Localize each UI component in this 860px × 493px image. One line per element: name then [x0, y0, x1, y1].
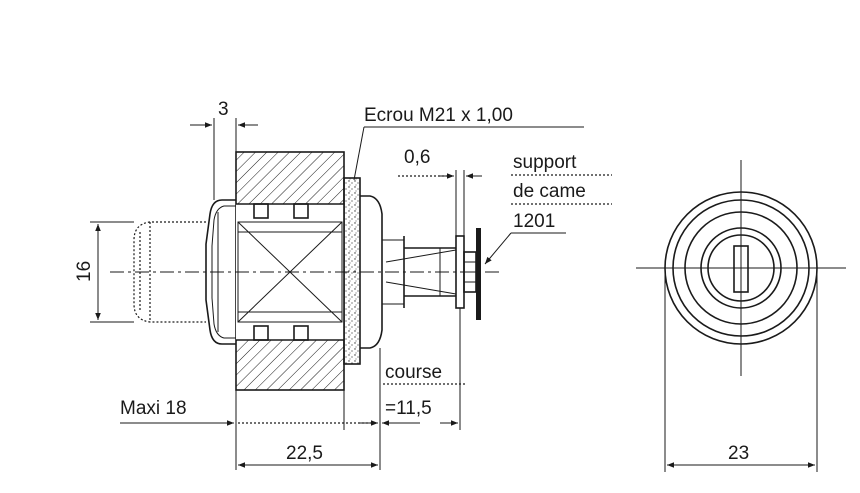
nut-callout: Ecrou M21 x 1,00 — [353, 105, 584, 181]
dim-22-5: 22,5 — [238, 443, 378, 468]
dim-22-5-label: 22,5 — [286, 443, 323, 464]
maxi-label: Maxi 18 — [120, 398, 187, 419]
dim-0-6: 0,6 — [398, 147, 482, 236]
nut — [343, 177, 361, 365]
dim-23-label: 23 — [728, 443, 749, 464]
ring-4 — [700, 227, 782, 309]
dim-0-6-label: 0,6 — [404, 147, 430, 168]
front-view: 23 — [636, 160, 846, 472]
cam-support-callout: support de came 1201 — [484, 152, 612, 265]
side-view: 3 Ecrou M21 x 1,00 0,6 support de came 1… — [74, 99, 612, 470]
dim-23: 23 — [664, 268, 818, 472]
cylinder-face — [707, 234, 775, 302]
course-callout: course =11,5 — [379, 308, 466, 470]
course-line1: course — [385, 362, 442, 383]
dim-3: 3 — [190, 99, 258, 200]
nut-label: Ecrou M21 x 1,00 — [364, 105, 513, 126]
dim-3-label: 3 — [218, 99, 229, 120]
course-line2: =11,5 — [385, 398, 432, 419]
mounting-panel — [235, 151, 345, 391]
ring-3 — [684, 211, 798, 325]
support-line3: 1201 — [513, 211, 555, 232]
ring-2 — [672, 199, 810, 337]
support-line1: support — [513, 152, 577, 173]
dim-maxi-18: Maxi 18 — [120, 364, 378, 470]
dim-16: 16 — [74, 221, 134, 323]
support-line2: de came — [513, 181, 586, 202]
dim-16-label: 16 — [74, 261, 95, 282]
